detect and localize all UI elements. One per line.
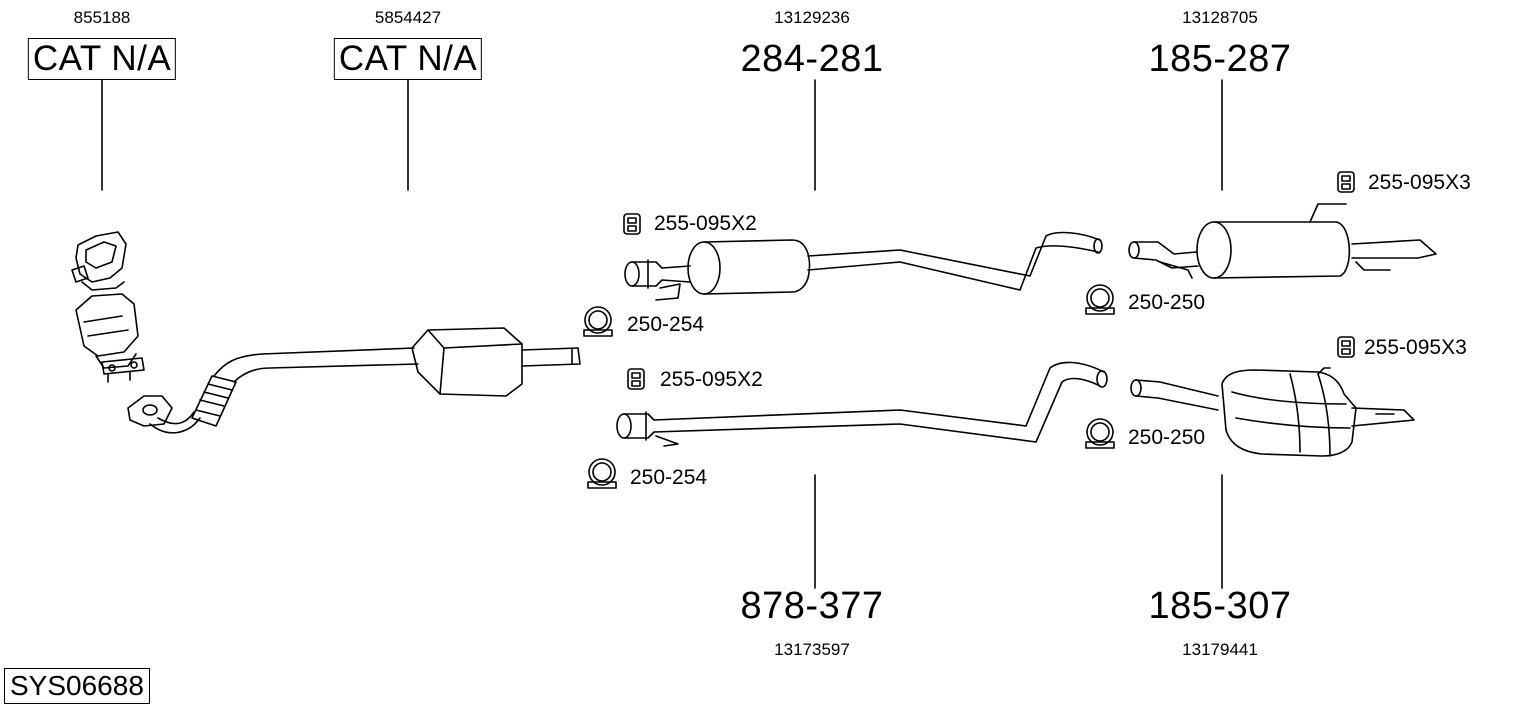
intermediate-pipe <box>616 361 1108 447</box>
part-number-label: 284-281 <box>740 38 884 80</box>
rubber-mount-icon <box>1337 336 1355 358</box>
rear-silencer-upper <box>1128 203 1437 279</box>
oe-number-label: 13128705 <box>1182 8 1258 27</box>
part-number-label: 878-377 <box>740 585 884 627</box>
center-silencer <box>624 231 1103 301</box>
part-number-label: CAT N/A <box>27 38 177 80</box>
clamp-part-label: 250-254 <box>627 313 705 336</box>
rubber-mount-icon <box>627 368 645 390</box>
mount-part-label: 255-095X3 <box>1364 336 1467 359</box>
oe-number-label: 13129236 <box>774 8 850 27</box>
oe-number-label: 13173597 <box>774 640 850 659</box>
pipe-clamp-icon <box>587 458 617 489</box>
oe-number-label: 5854427 <box>374 8 442 27</box>
part-number-label: 185-307 <box>1148 585 1292 627</box>
clamp-part-label: 250-250 <box>1128 291 1206 314</box>
mount-part-label: 255-095X2 <box>654 212 757 235</box>
oe-number-label: 855188 <box>73 8 131 27</box>
pipe-clamp-icon <box>1085 418 1115 449</box>
pipe-clamp-icon <box>583 306 613 337</box>
mount-part-label: 255-095X3 <box>1368 171 1471 194</box>
exhaust-manifold-catalyst <box>71 231 145 383</box>
mount-part-label: 255-095X2 <box>660 368 763 391</box>
rubber-mount-icon <box>1337 171 1355 193</box>
part-number-label: CAT N/A <box>333 38 483 80</box>
system-id-label: SYS06688 <box>4 668 150 704</box>
clamp-part-label: 250-250 <box>1128 426 1206 449</box>
oe-number-label: 13179441 <box>1182 640 1258 659</box>
clamp-part-label: 250-254 <box>630 466 708 489</box>
part-number-label: 185-287 <box>1148 38 1292 80</box>
rubber-mount-icon <box>623 213 641 235</box>
rear-silencer-lower <box>1130 367 1415 457</box>
pipe-clamp-icon <box>1085 284 1115 315</box>
front-pipe-catalyst <box>127 327 581 434</box>
